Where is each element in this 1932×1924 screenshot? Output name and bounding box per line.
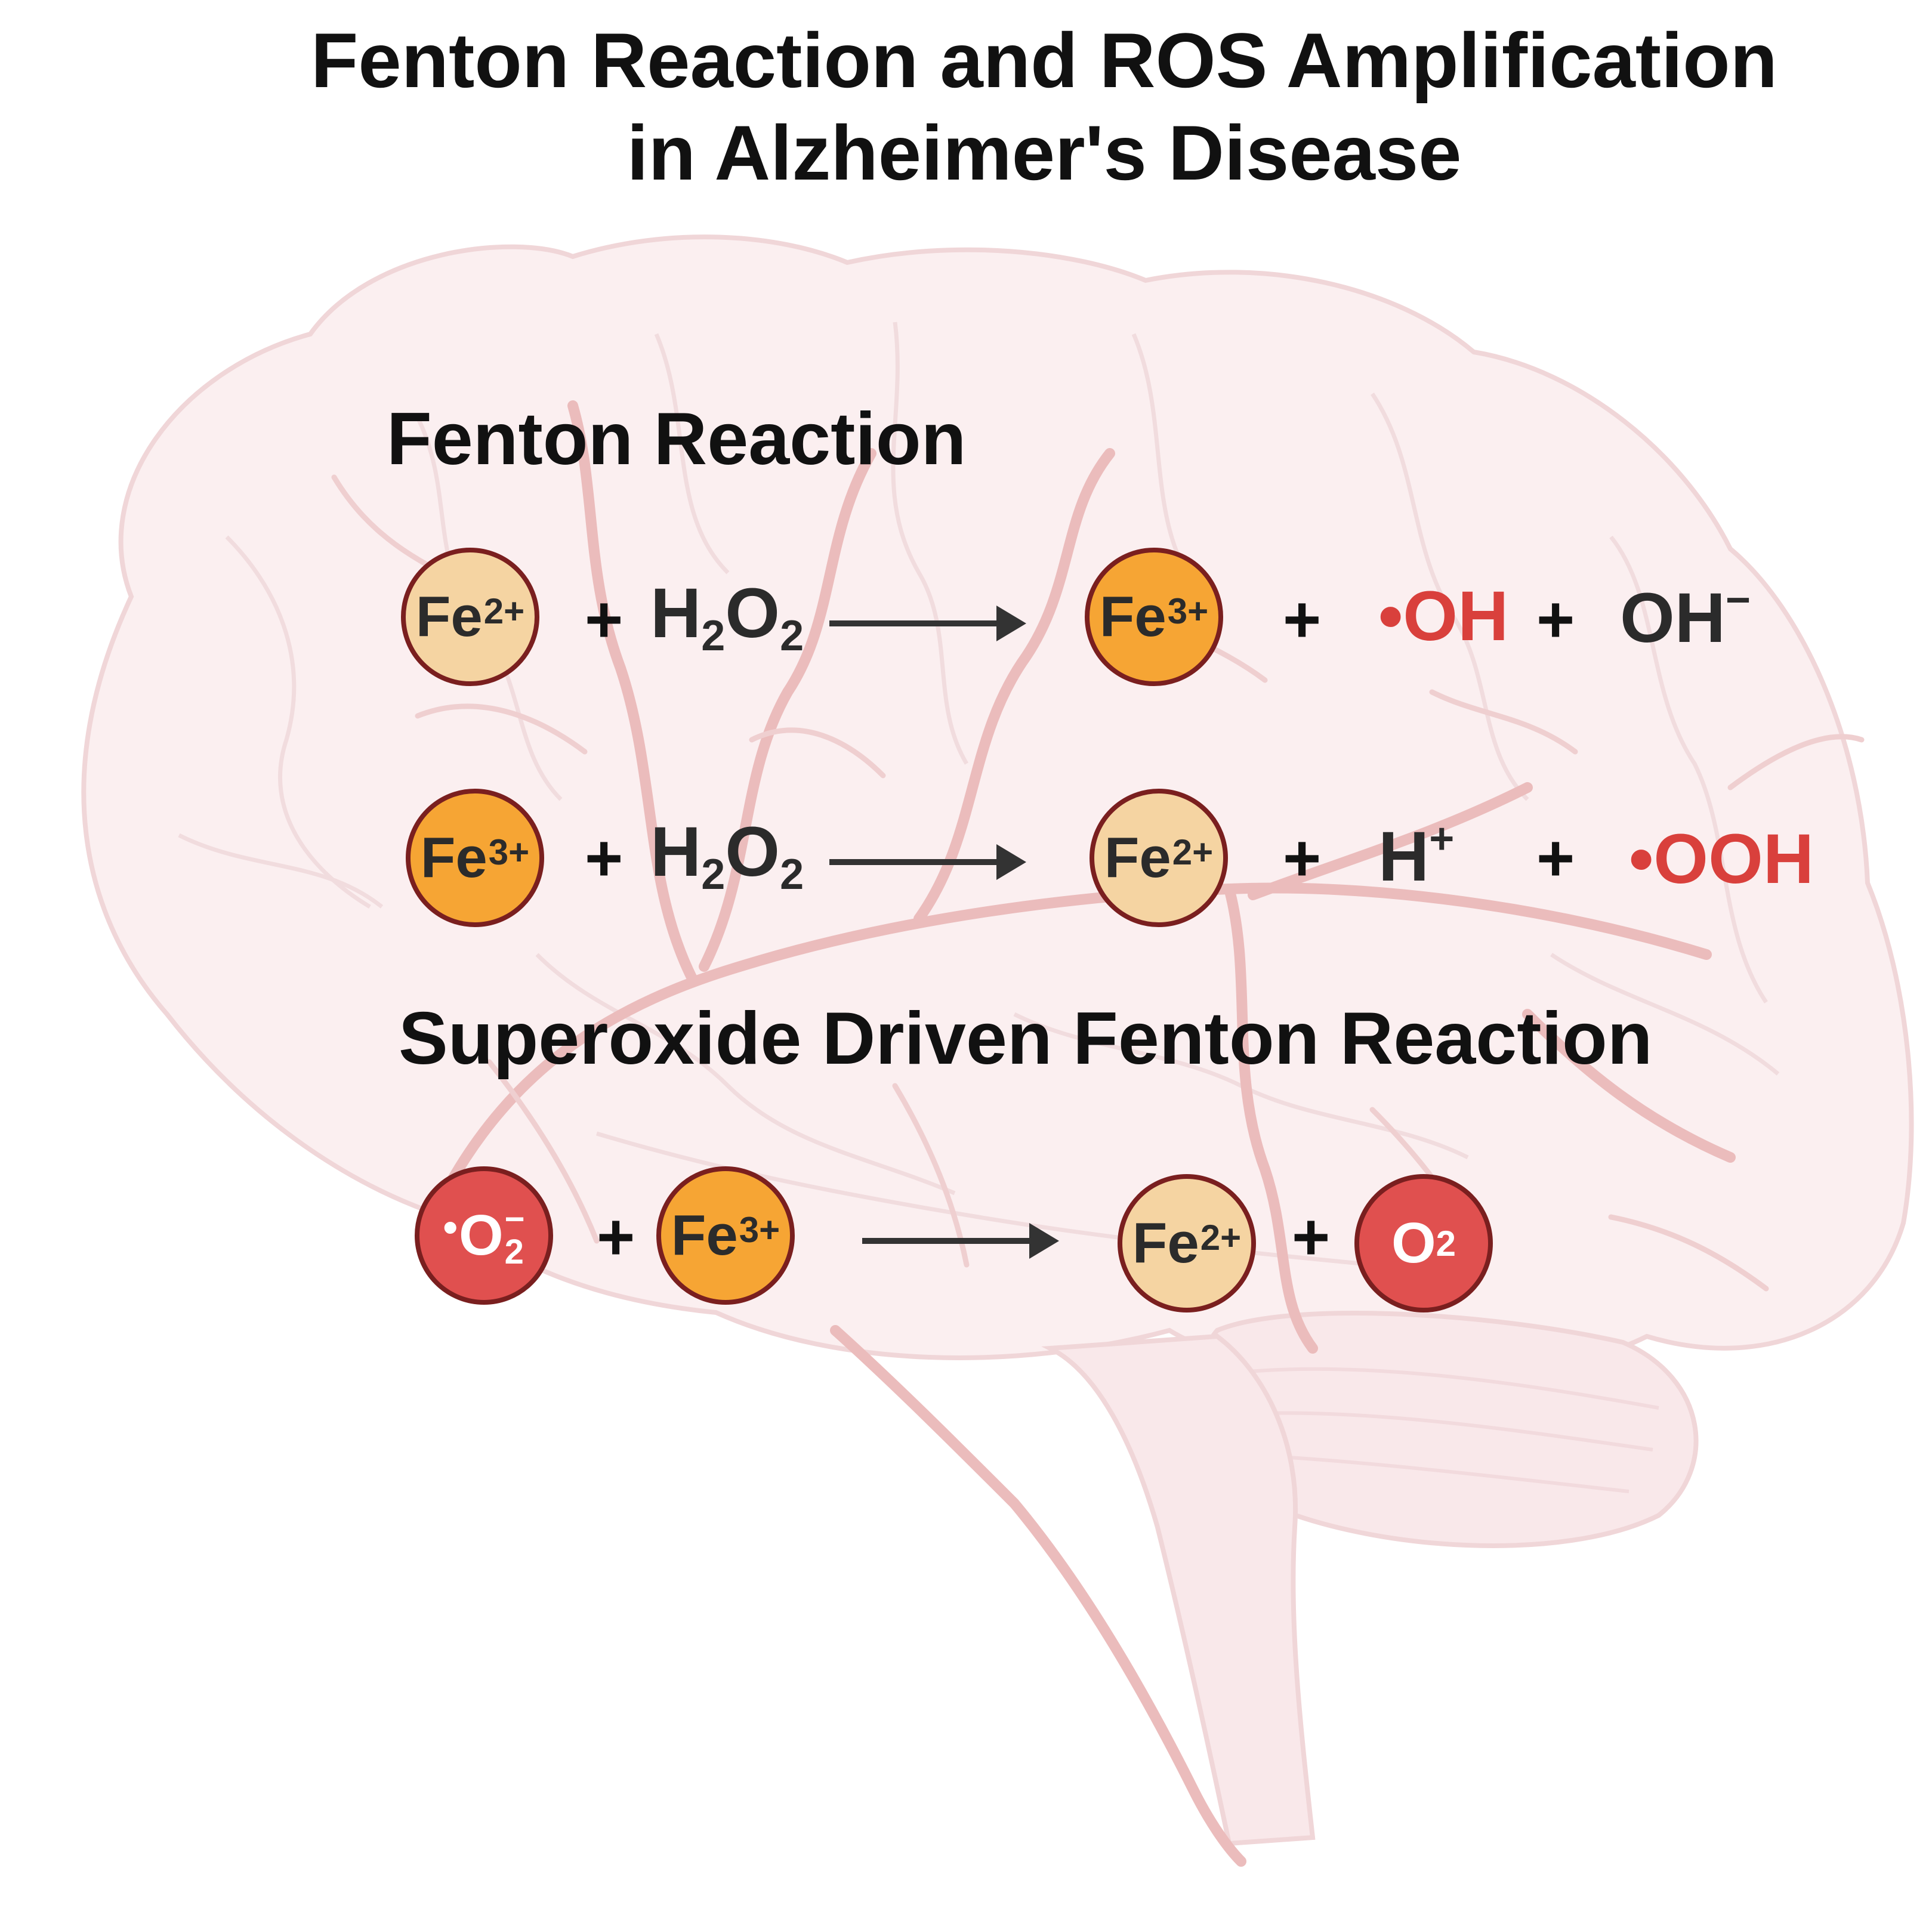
plus-sign: + [1283, 583, 1322, 656]
plus-sign: + [1292, 1200, 1331, 1274]
title-line-1: Fenton Reaction and ROS Amplification [310, 17, 1778, 104]
h2o2-reactant: H2O2 [650, 813, 804, 898]
fenton-heading: Fenton Reaction [387, 398, 967, 480]
title-line-2: in Alzheimer's Disease [626, 109, 1462, 196]
hydroxide-ion: OH− [1620, 576, 1751, 657]
superoxide-ion: •O − 2 [415, 1166, 553, 1305]
plus-sign: + [1536, 583, 1575, 656]
plus-sign: + [1283, 822, 1322, 895]
plus-sign: + [585, 583, 624, 656]
hydroperoxyl-radical: •OOH [1629, 820, 1814, 898]
brain-outline [81, 234, 1914, 1373]
plus-sign: + [597, 1200, 635, 1274]
page-title: Fenton Reaction and ROS Amplification in… [179, 18, 1909, 196]
plus-sign: + [1536, 822, 1575, 895]
hydrogen-ion: H+ [1378, 815, 1455, 896]
superoxide-heading: Superoxide Driven Fenton Reaction [399, 997, 1653, 1080]
brainstem [1041, 1333, 1316, 1846]
plus-sign: + [585, 822, 624, 895]
h2o2-reactant: H2O2 [650, 574, 804, 660]
hydroxyl-radical: •OH [1378, 577, 1509, 656]
